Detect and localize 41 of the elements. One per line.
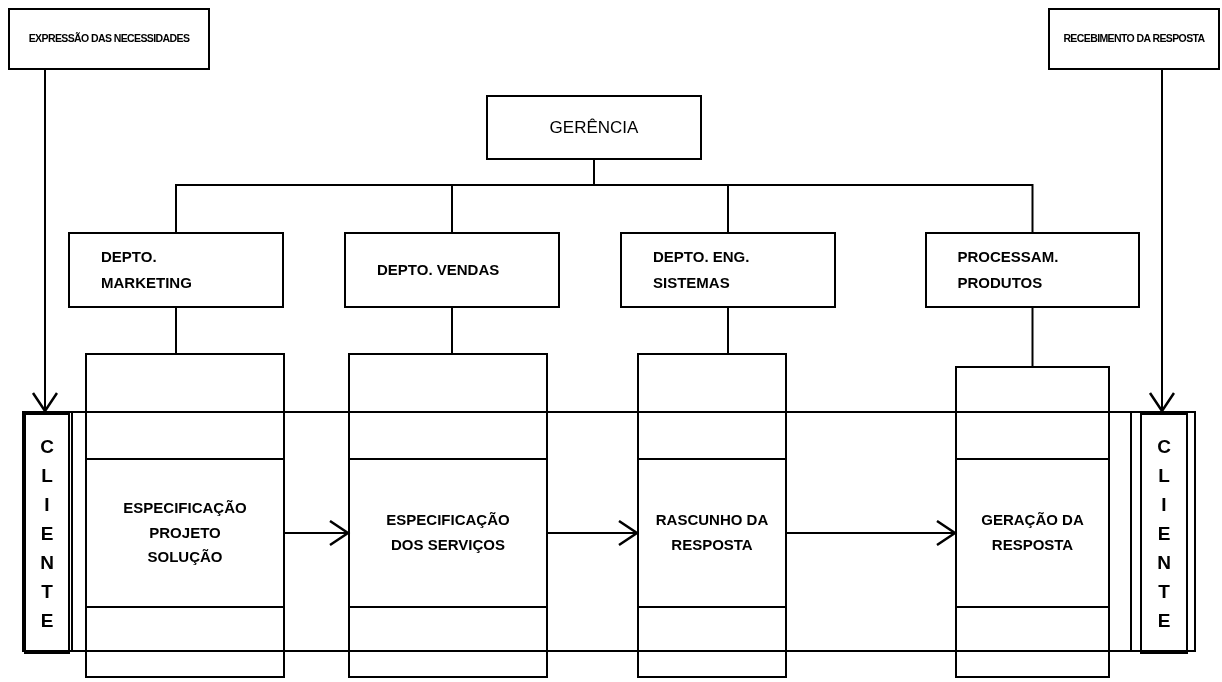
process-box bbox=[85, 458, 285, 608]
connector-line bbox=[727, 307, 729, 354]
node-label: DEPTO. ENG. SISTEMAS bbox=[653, 246, 751, 293]
connector-line bbox=[175, 307, 177, 354]
column-box bbox=[85, 353, 285, 678]
column-box bbox=[348, 353, 548, 678]
node-label: DEPTO. MARKETING bbox=[101, 246, 193, 293]
process-box bbox=[637, 458, 787, 608]
note-box bbox=[8, 8, 210, 70]
process-box bbox=[955, 458, 1110, 608]
client-band bbox=[22, 411, 1196, 652]
node-label: ESPECIFICAÇÃO DOS SERVIÇOS bbox=[385, 510, 511, 555]
node-label: GERAÇÃO DA RESPOSTA bbox=[980, 510, 1085, 555]
department-box bbox=[68, 232, 284, 308]
client-box bbox=[24, 413, 70, 654]
connector-line bbox=[451, 307, 453, 354]
note-box bbox=[1048, 8, 1220, 70]
connector-line bbox=[593, 159, 1034, 233]
management-box bbox=[486, 95, 702, 160]
department-box bbox=[344, 232, 560, 308]
arrow bbox=[1148, 69, 1176, 413]
arrow bbox=[31, 69, 59, 413]
node-label: PROCESSAM. PRODUTOS bbox=[957, 246, 1060, 293]
connector-line bbox=[1031, 307, 1034, 367]
arrow bbox=[284, 519, 350, 547]
arrow bbox=[786, 519, 957, 547]
node-label: ESPECIFICAÇÃO PROJETO SOLUÇÃO bbox=[122, 497, 248, 568]
node-label: CLIENTE bbox=[39, 435, 55, 633]
node-label: RASCUNHO DA RESPOSTA bbox=[654, 510, 770, 555]
node-label: RECEBIMENTO DA RESPOSTA bbox=[1063, 33, 1205, 45]
department-box bbox=[925, 232, 1140, 308]
node-label: EXPRESSÃO DAS NECESSIDADES bbox=[28, 33, 190, 45]
node-label: DEPTO. VENDAS bbox=[377, 259, 501, 280]
process-box bbox=[348, 458, 548, 608]
node-label: GERÊNCIA bbox=[549, 116, 639, 139]
client-box bbox=[1140, 413, 1188, 654]
department-box bbox=[620, 232, 836, 308]
arrow bbox=[547, 519, 639, 547]
column-box bbox=[637, 353, 787, 678]
node-label: CLIENTE bbox=[1156, 435, 1172, 633]
column-box bbox=[955, 366, 1110, 678]
